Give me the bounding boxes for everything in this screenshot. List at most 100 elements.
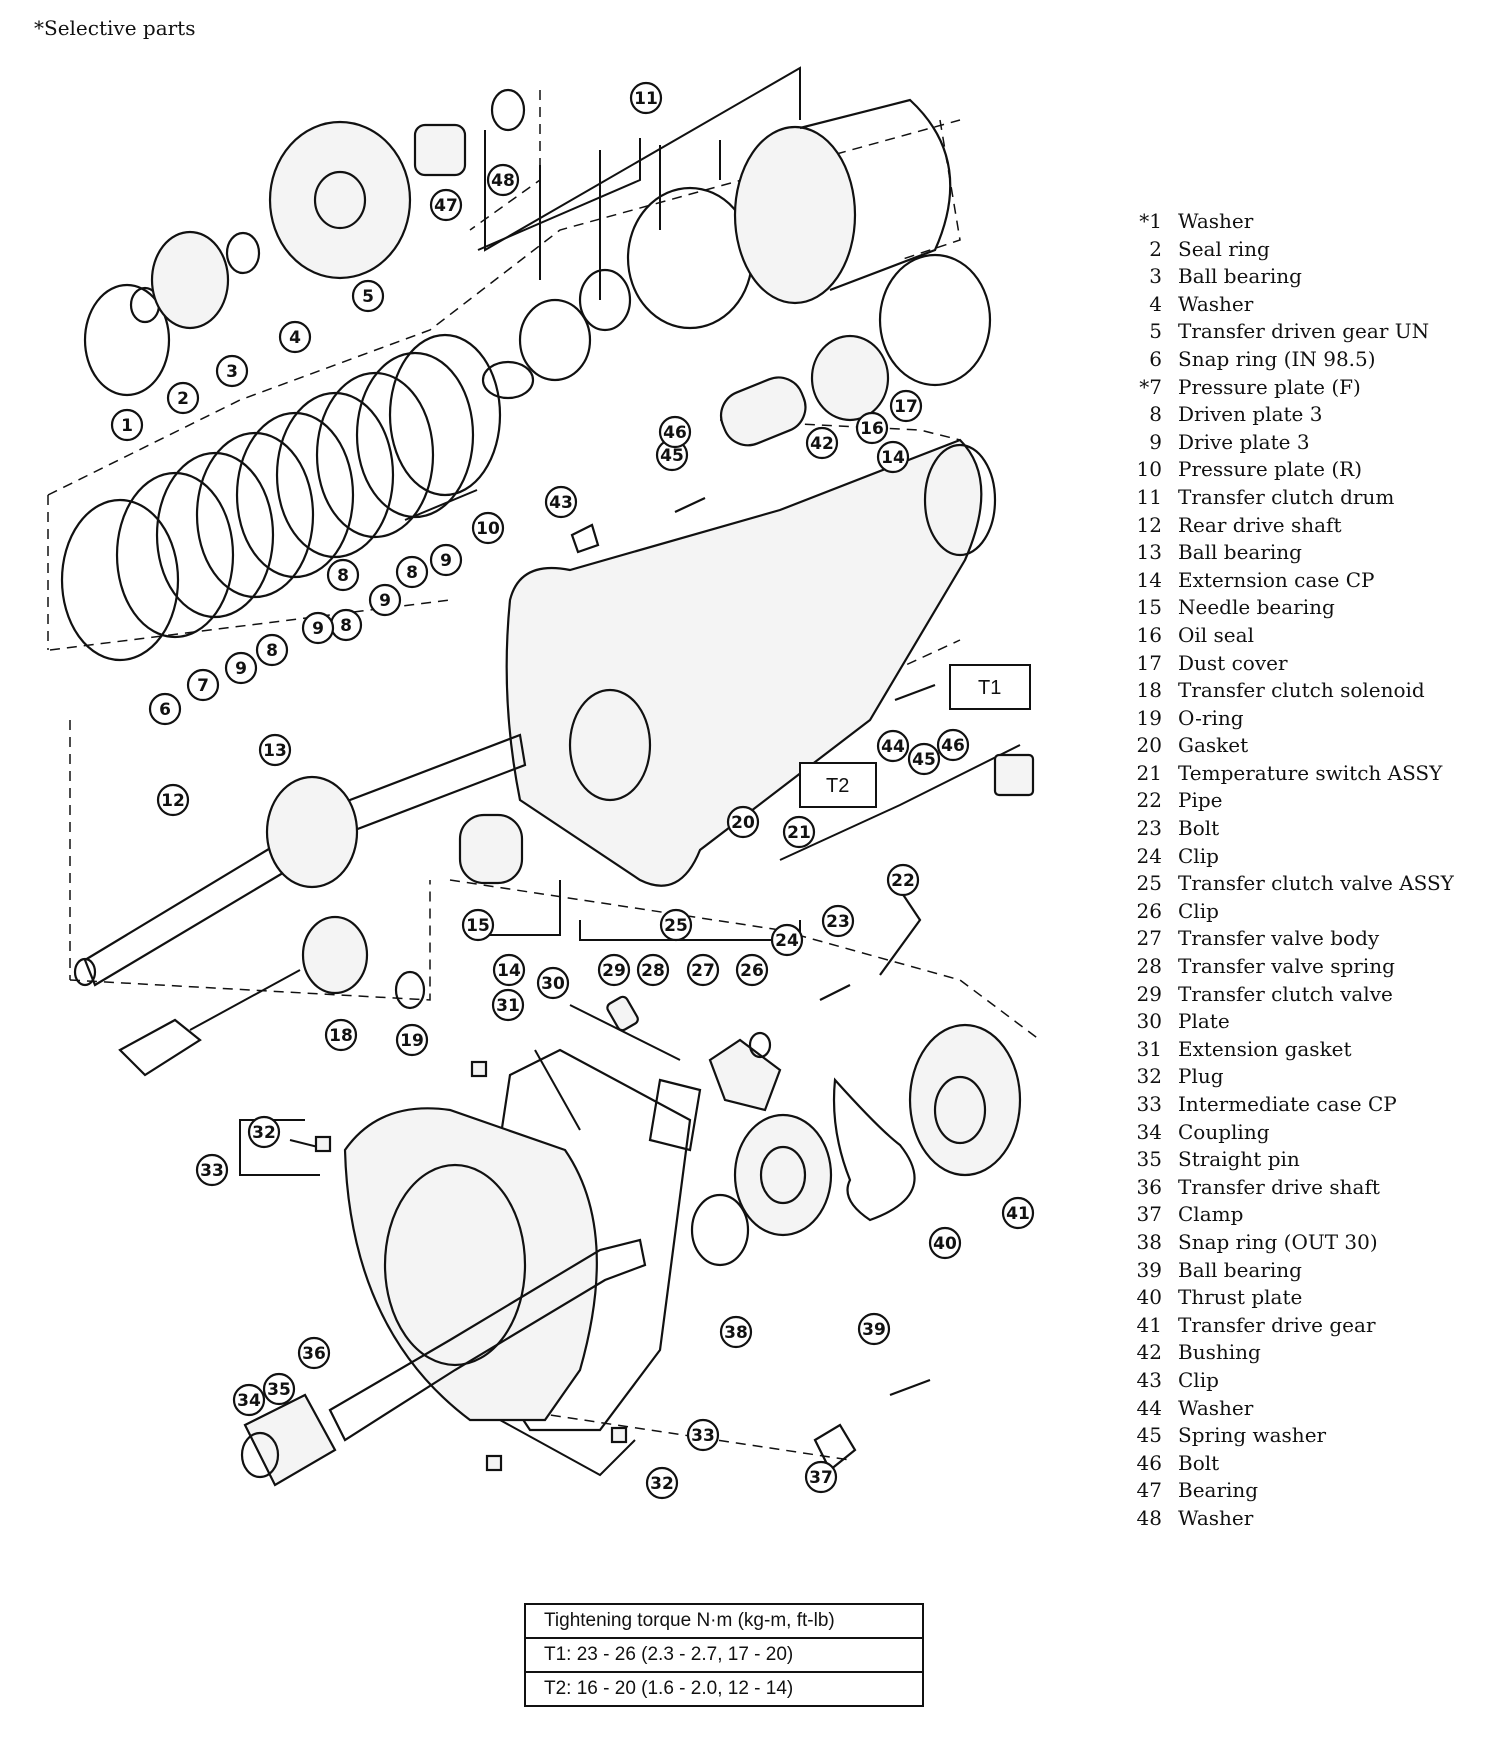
callout-number: 15: [466, 916, 490, 936]
legend-item-number: 36: [1136, 1174, 1162, 1199]
legend-item-number: 2: [1149, 236, 1162, 261]
legend-item-name: Intermediate case CP: [1178, 1092, 1397, 1116]
callout-8: 8: [255, 633, 289, 667]
callout-circle: [629, 81, 663, 115]
legend-item-name: Plate: [1178, 1009, 1230, 1034]
callout-number: 33: [200, 1161, 224, 1181]
ball-bearing-39-shape: [733, 1113, 833, 1237]
legend-item-name: Transfer clutch drum: [1178, 484, 1395, 509]
legend-item-number: 18: [1136, 678, 1162, 703]
callout-36: 36: [297, 1336, 331, 1370]
torque-table-row-t1: T1: 23 - 26 (2.3 - 2.7, 17 - 20): [526, 1637, 922, 1671]
callout-6: 6: [148, 692, 182, 726]
callout-circle: [889, 389, 923, 423]
callout-number: 46: [663, 423, 687, 443]
legend-item-number: 6: [1149, 346, 1162, 371]
callout-number: 33: [691, 1426, 715, 1446]
clutch-drum-shape: [481, 98, 952, 400]
callout-47: 47: [429, 188, 463, 222]
legend-item-name: O-ring: [1178, 705, 1244, 730]
callout-number: 8: [340, 616, 352, 636]
callout-circle: [855, 411, 889, 445]
plug-bottom-shape: [485, 1454, 503, 1472]
callout-circle: [491, 988, 525, 1022]
legend-item: 24 Clip: [1124, 843, 1454, 871]
callout-circle: [782, 815, 816, 849]
callout-circle: [805, 426, 839, 460]
plug-left-shape: [314, 1135, 332, 1153]
callout-number: 9: [440, 551, 452, 571]
legend-item-name: Driven plate 3: [1178, 402, 1323, 427]
legend-item-name: Transfer drive shaft: [1178, 1174, 1380, 1199]
callout-20: 20: [726, 805, 760, 839]
legend-item-name: Pipe: [1178, 788, 1223, 813]
legend-item-name: Transfer clutch solenoid: [1178, 678, 1425, 703]
callout-14: 14: [492, 953, 526, 987]
callout-number: 2: [177, 389, 189, 409]
torque-table-header: Tightening torque N·m (kg-m, ft-lb): [544, 1610, 835, 1631]
legend-item-number: 28: [1136, 954, 1162, 979]
callout-circle: [928, 1226, 962, 1260]
callout-45: 45: [907, 742, 941, 776]
callout-number: 43: [549, 493, 573, 513]
callout-number: 22: [891, 871, 915, 891]
callout-45: 45: [655, 438, 689, 472]
dust-cover-shape: [878, 253, 992, 387]
callout-circle: [486, 163, 520, 197]
legend-item-number: 14: [1136, 567, 1162, 592]
callout-number: 38: [724, 1323, 748, 1343]
callout-number: 30: [541, 974, 565, 994]
callout-circle: [471, 511, 505, 545]
legend-item-name: Drive plate 3: [1178, 429, 1310, 454]
legend-item-number: 34: [1136, 1119, 1162, 1144]
callout-circle: [368, 583, 402, 617]
callout-number: 44: [881, 737, 905, 757]
legend-item-name: Clip: [1178, 843, 1219, 868]
washer-48-shape: [490, 88, 526, 132]
washer-4-shape: [225, 231, 261, 275]
callout-18: 18: [324, 1018, 358, 1052]
tightening-torque-table: Tightening torque N·m (kg-m, ft-lb) T1: …: [524, 1603, 924, 1707]
torque-label-t2-text: T2: [826, 775, 849, 797]
temperature-switch-wire: [779, 744, 1021, 861]
callout-28: 28: [636, 953, 670, 987]
callout-33: 33: [195, 1153, 229, 1187]
callout-7: 7: [186, 668, 220, 702]
torque-label-t1: T1: [949, 664, 1031, 710]
callout-circle: [936, 728, 970, 762]
legend-item-number: 24: [1136, 843, 1162, 868]
legend-item-number: 43: [1136, 1367, 1162, 1392]
legend-item-name: Bolt: [1178, 816, 1220, 841]
callout-number: 21: [787, 823, 811, 843]
callout-38: 38: [719, 1315, 753, 1349]
callout-circle: [278, 320, 312, 354]
callout-number: 5: [362, 287, 374, 307]
callout-circle: [429, 543, 463, 577]
torque-table-row-t2: T2: 16 - 20 (1.6 - 2.0, 12 - 14): [526, 1671, 922, 1705]
callout-12: 12: [156, 783, 190, 817]
callout-circle: [195, 1153, 229, 1187]
legend-item-name: Transfer valve body: [1178, 926, 1380, 951]
callout-number: 41: [1006, 1204, 1030, 1224]
plug-top-shape: [470, 1060, 488, 1078]
callout-number: 4: [289, 328, 301, 348]
callout-number: 32: [252, 1123, 276, 1143]
callout-circle: [247, 1115, 281, 1149]
callout-15: 15: [461, 908, 495, 942]
